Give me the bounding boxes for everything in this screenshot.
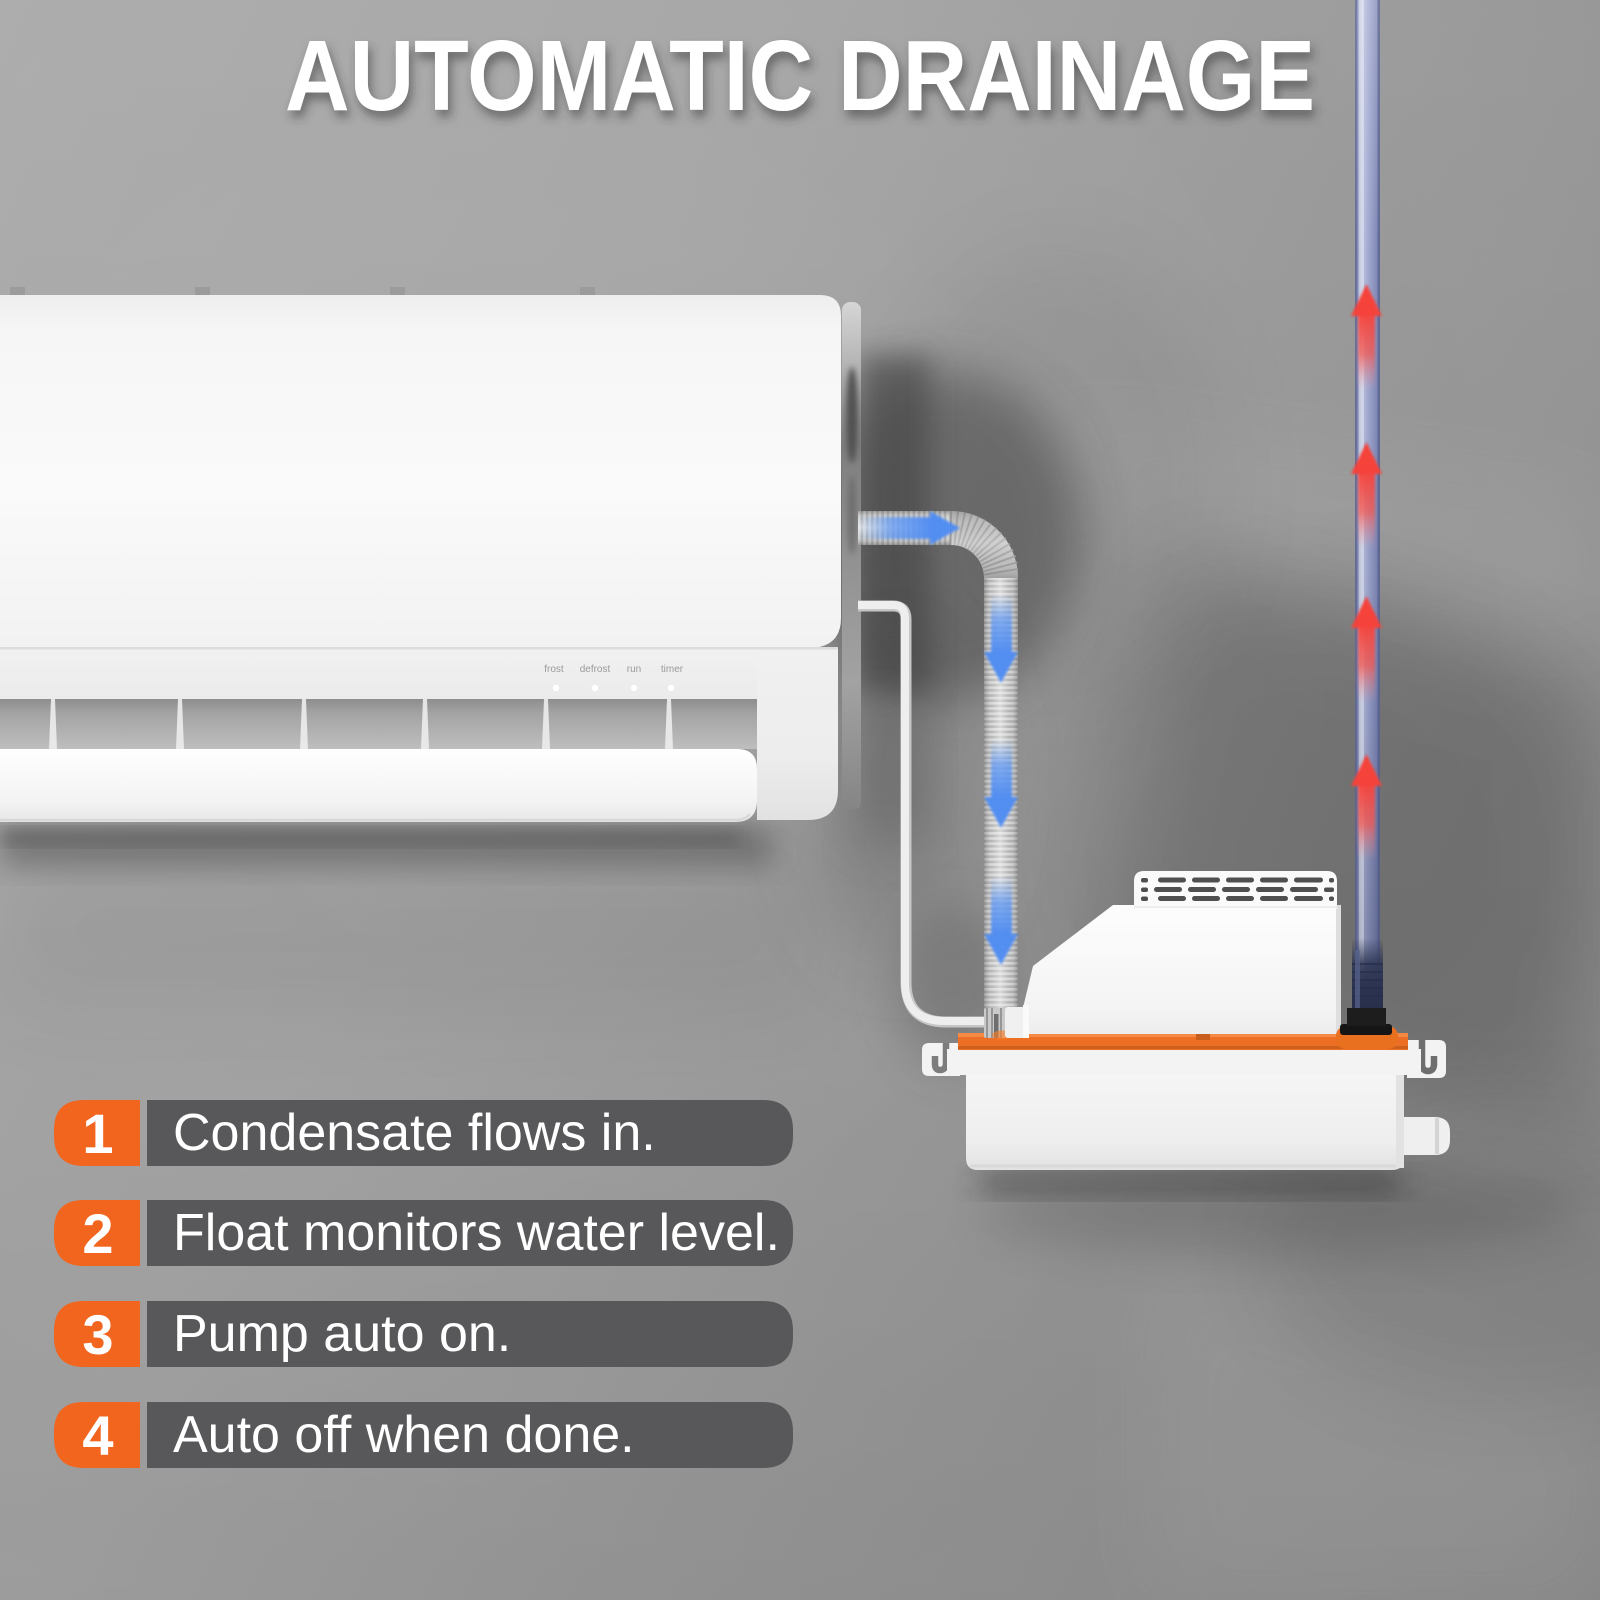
svg-text:2: 2 (82, 1202, 113, 1265)
svg-text:Pump auto on.: Pump auto on. (173, 1305, 511, 1363)
svg-text:defrost: defrost (580, 664, 611, 675)
svg-text:1: 1 (82, 1102, 113, 1165)
svg-text:3: 3 (82, 1303, 113, 1366)
svg-text:Condensate flows in.: Condensate flows in. (173, 1104, 656, 1162)
svg-text:4: 4 (82, 1404, 113, 1467)
svg-text:Float monitors water level.: Float monitors water level. (173, 1204, 780, 1262)
svg-text:timer: timer (661, 664, 684, 675)
svg-text:AUTOMATIC DRAINAGE: AUTOMATIC DRAINAGE (285, 20, 1315, 132)
svg-text:frost: frost (544, 664, 564, 675)
svg-text:Auto off when done.: Auto off when done. (173, 1406, 635, 1464)
svg-text:run: run (627, 664, 641, 675)
